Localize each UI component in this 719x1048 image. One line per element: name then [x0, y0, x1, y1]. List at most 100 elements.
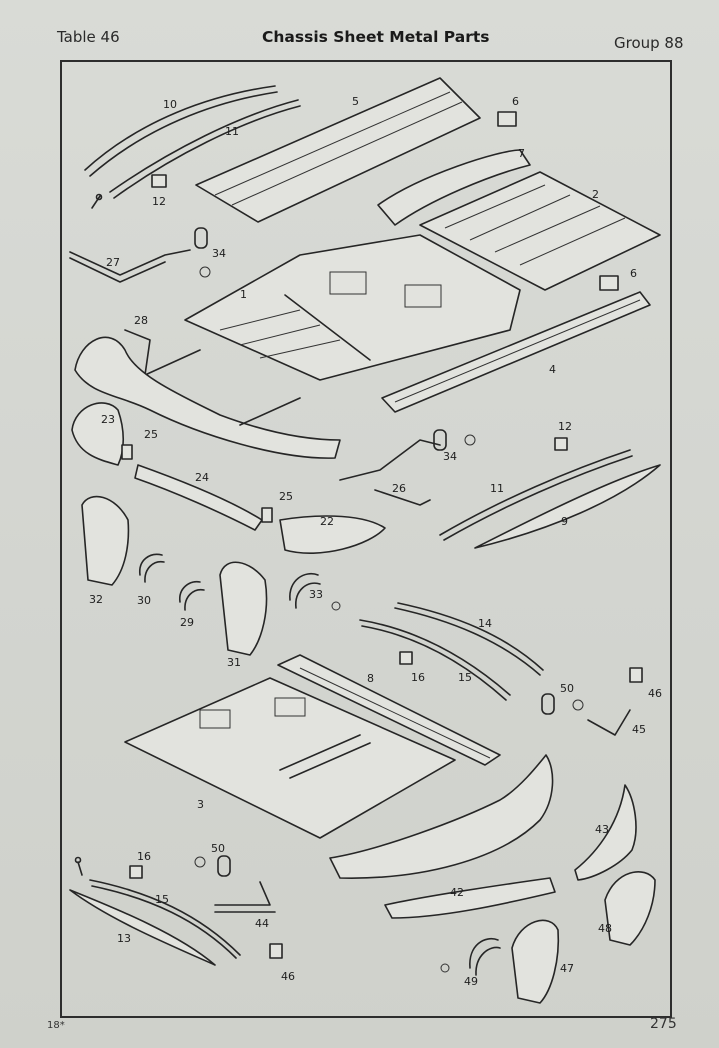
part-34-seal-mid: [433, 429, 476, 451]
part-50-seal-right: [541, 693, 584, 715]
callout-6: 6: [630, 267, 637, 280]
group-label: Group 88: [614, 34, 684, 52]
part-27-bracket: [69, 249, 191, 283]
table-label: Table 46: [57, 28, 120, 46]
part-26-bracket: [339, 439, 441, 506]
part-8-rear-panel: [277, 654, 501, 766]
callout-25: 25: [279, 490, 293, 503]
callout-16: 16: [137, 850, 151, 863]
part-34-seal-top: [194, 227, 211, 278]
callout-15: 15: [155, 893, 169, 906]
part-10-rail: [84, 85, 278, 177]
part-14-trim: [394, 602, 544, 676]
part-50-seal-bottom: [194, 855, 231, 877]
part-7-tunnel: [377, 149, 531, 226]
callout-8: 8: [367, 672, 374, 685]
page-title: Chassis Sheet Metal Parts: [262, 28, 490, 46]
part-43-guard: [574, 784, 637, 881]
part-42-guard: [384, 877, 556, 919]
front-bumper-bar: [74, 336, 341, 459]
part-13-trim: [69, 889, 216, 966]
part-22-fender-end: [279, 515, 386, 554]
callout-33: 33: [309, 588, 323, 601]
callout-9: 9: [561, 515, 568, 528]
callout-23: 23: [101, 413, 115, 426]
part-46-block-right: [629, 667, 643, 683]
part-11-rail: [109, 99, 301, 199]
callout-49: 49: [464, 975, 478, 988]
callout-2: 2: [592, 188, 599, 201]
diagram-frame: [60, 60, 672, 1018]
rear-bumper-bar: [329, 754, 554, 879]
callout-29: 29: [180, 616, 194, 629]
part-23-fender-end: [71, 402, 125, 466]
callout-1: 1: [240, 288, 247, 301]
part-6-bracket-top: [497, 111, 517, 127]
callout-26: 26: [392, 482, 406, 495]
callout-12: 12: [152, 195, 166, 208]
signature-mark: 18*: [47, 1020, 65, 1031]
part-2-floor-panel: [419, 171, 661, 291]
callout-28: 28: [134, 314, 148, 327]
part-15-trim: [359, 619, 511, 701]
part-4-sill: [381, 291, 651, 413]
part-3-rear-floor: [124, 677, 456, 839]
part-15-trim-bottom: [74, 856, 241, 959]
part-12-clip: [91, 174, 167, 209]
callout-11: 11: [225, 125, 239, 138]
part-11-trim-mid: [439, 449, 633, 541]
callout-32: 32: [89, 593, 103, 606]
part-29-clip: [179, 580, 205, 611]
callout-13: 13: [117, 932, 131, 945]
part-16-clip-bottom: [129, 865, 143, 879]
part-47-mudflap: [511, 919, 560, 1004]
callout-11: 11: [490, 482, 504, 495]
callout-7: 7: [518, 147, 525, 160]
part-49-clip: [440, 938, 501, 976]
callout-10: 10: [163, 98, 177, 111]
part-28-bracket: [124, 329, 201, 376]
part-25-clip: [121, 444, 273, 523]
callout-6: 6: [512, 95, 519, 108]
callout-43: 43: [595, 823, 609, 836]
callout-labels: 10 11 12 5 6 7 2 6 27 34 1 28 4 23 25 34…: [89, 95, 662, 988]
callout-44: 44: [255, 917, 269, 930]
part-9-trim: [474, 464, 661, 549]
callout-46: 46: [648, 687, 662, 700]
callout-16: 16: [411, 671, 425, 684]
callout-34: 34: [212, 247, 226, 260]
callout-30: 30: [137, 594, 151, 607]
part-33-clip: [289, 573, 341, 611]
callout-42: 42: [450, 886, 464, 899]
part-48-mudflap: [604, 871, 656, 946]
part-44-bracket: [214, 881, 276, 913]
callout-14: 14: [478, 617, 492, 630]
callout-25: 25: [144, 428, 158, 441]
callout-46: 46: [281, 970, 295, 983]
part-5-channel: [195, 77, 481, 223]
part-12-clip-mid: [554, 437, 568, 451]
part-32-mudflap: [81, 495, 130, 586]
part-46-block-bottom: [269, 943, 283, 959]
part-30-clip: [139, 553, 165, 583]
callout-3: 3: [197, 798, 204, 811]
callout-48: 48: [598, 922, 612, 935]
callout-4: 4: [549, 363, 556, 376]
callout-31: 31: [227, 656, 241, 669]
callout-45: 45: [632, 723, 646, 736]
part-6-bracket-right: [599, 275, 619, 291]
part-31-mudflap: [219, 561, 268, 656]
callout-50: 50: [211, 842, 225, 855]
callout-34: 34: [443, 450, 457, 463]
part-1-main-floor: [184, 234, 521, 381]
page-number: 275: [650, 1016, 677, 1032]
callout-50: 50: [560, 682, 574, 695]
callout-15: 15: [458, 671, 472, 684]
callout-5: 5: [352, 95, 359, 108]
part-16-clip: [399, 651, 413, 665]
callout-27: 27: [106, 256, 120, 269]
callout-47: 47: [560, 962, 574, 975]
part-24-valance: [134, 464, 263, 531]
